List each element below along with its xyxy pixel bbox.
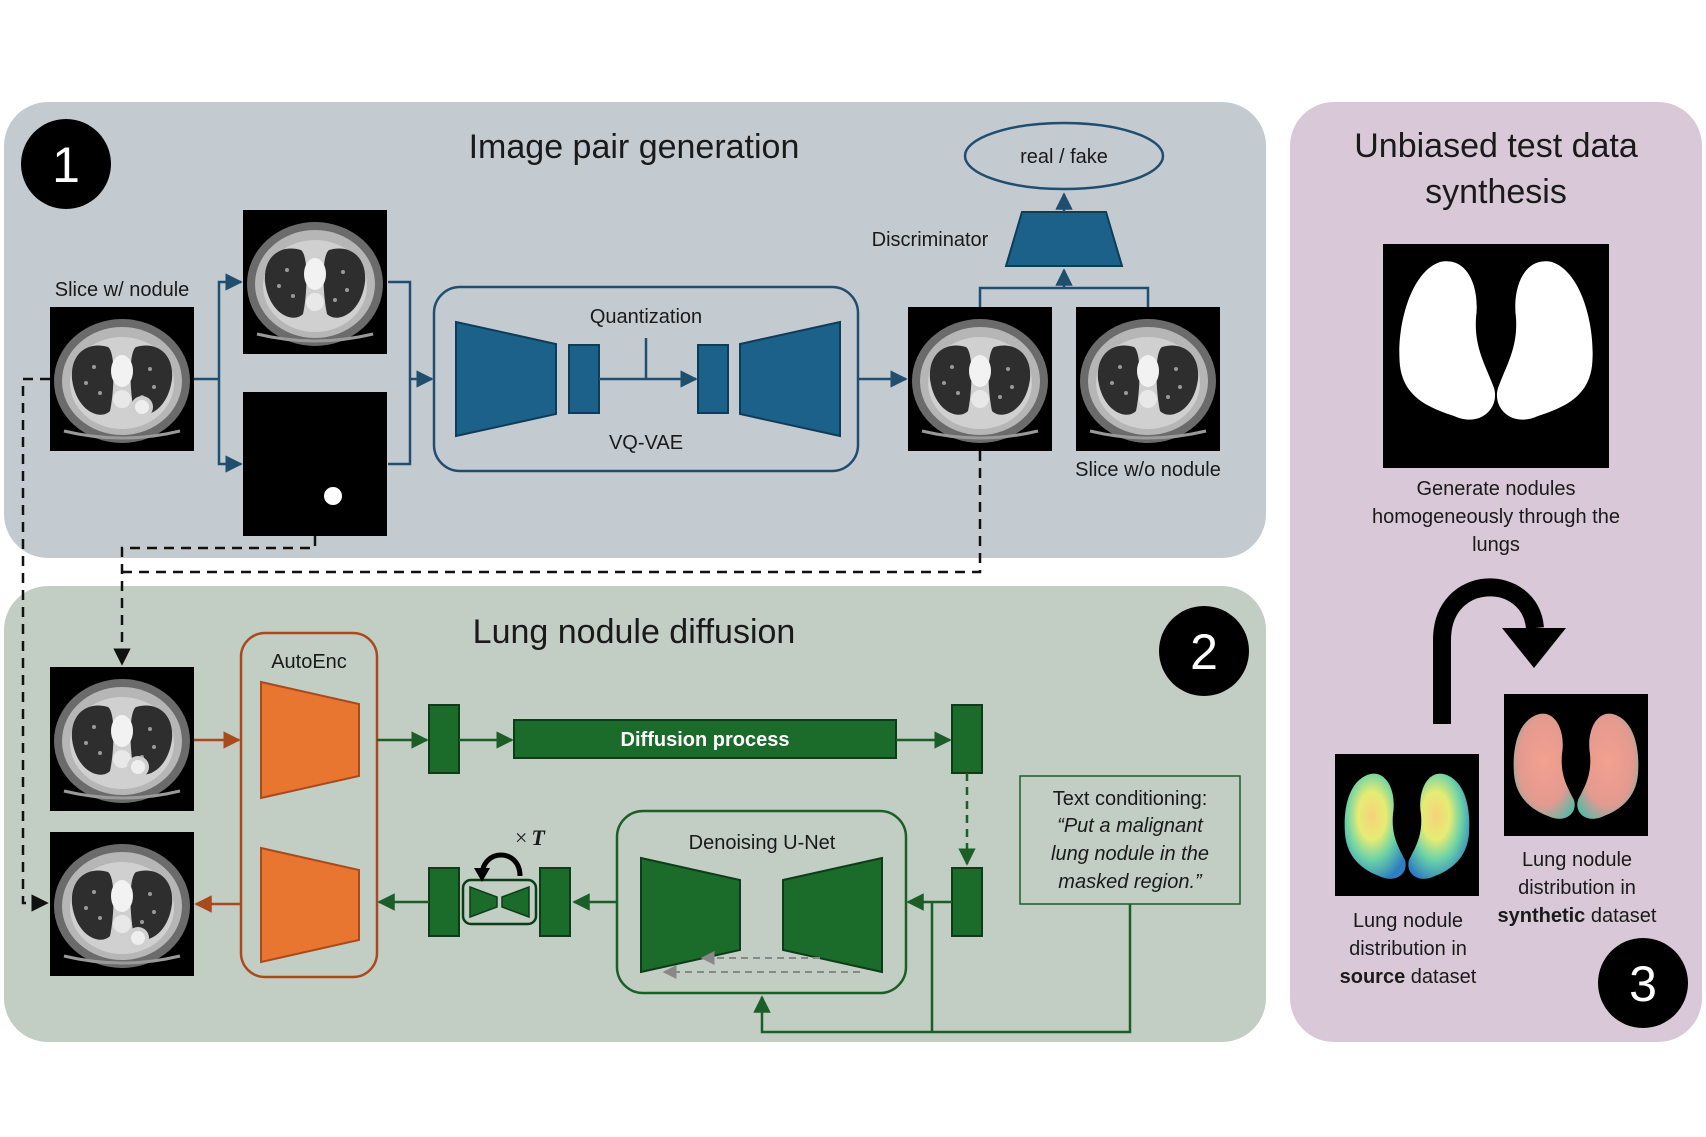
generate-caption-line: lungs [1472,534,1520,556]
panel3-title-line1: Unbiased test data [1354,127,1638,165]
latent-zt [951,704,983,774]
slice-without-nodule-label: Slice w/o nodule [1075,459,1221,481]
slice-with-nodule-label: Slice w/ nodule [55,279,190,301]
autoenc-box [239,631,379,979]
loop-encoder [469,885,498,919]
vqvae-label: VQ-VAE [609,432,683,454]
real-fake-ellipse [963,121,1165,191]
panel3-number: 3 [1629,956,1657,1012]
panel3-number-badge [1598,938,1688,1028]
panel-unbiased-synthesis [1290,102,1702,1042]
vqvae-latent-in [568,344,600,414]
panel2-title: Lung nodule diffusion [473,613,796,651]
discriminator-label: Discriminator [872,229,989,251]
synthetic-caption-line1: Lung nodule [1522,849,1632,871]
real-fake-label: real / fake [1020,146,1108,168]
ct-slice-inpaint-input [241,208,389,356]
panel3-title-line2: synthesis [1425,173,1567,211]
loop-decoder [501,885,530,919]
loop-arrow-head [474,868,490,882]
panel2-number-badge [1159,606,1249,696]
ct-slice-diffusion-output [48,830,196,978]
panel2-number: 2 [1190,624,1218,680]
synthetic-caption-line2: distribution in [1518,877,1636,899]
autoenc-encoder [260,680,360,800]
ct-slice-without-nodule [1074,305,1222,453]
generate-caption-line: Generate nodules [1416,478,1575,500]
ct-slice-diffusion-input [48,665,196,813]
text-conditioning-line: masked region.” [1058,871,1203,893]
latent-z0 [428,704,460,774]
latent-denoised-left [428,867,460,937]
unet-encoder [640,856,741,974]
times-symbol: ×T [515,825,546,850]
latent-denoised-right [539,867,571,937]
dashed-slice-to-output [21,377,50,912]
loop-box [461,878,538,926]
ct-slice-generated [906,305,1054,453]
source-caption-line3: source dataset [1340,966,1477,988]
panel1-number: 1 [52,137,80,193]
unet-label: Denoising U-Net [689,832,836,854]
vqvae-encoder [455,320,557,438]
mask-nodule-dot [324,487,342,505]
nodule-mask-image [243,392,387,536]
merge-bracket [388,280,412,466]
autoenc-decoder [260,846,360,964]
dashed-generated-to-input [122,451,982,574]
latent-noisy [951,867,983,937]
vqvae-latent-out [697,344,729,414]
discriminator-shape [1004,211,1124,267]
text-conditioning-title: Text conditioning: [1053,788,1208,810]
source-caption-line2: distribution in [1349,938,1467,960]
generate-caption-line: homogeneously through the [1372,506,1620,528]
diffusion-process-label: Diffusion process [621,729,790,751]
panel1-title: Image pair generation [469,128,800,166]
conditioning-to-unet [753,904,1132,1034]
vqvae-decoder [739,320,841,438]
autoenc-label: AutoEnc [271,651,347,673]
unet-decoder [782,856,883,974]
dashed-mask-to-input [113,536,317,666]
text-conditioning-line: “Put a malignant [1057,815,1204,837]
text-conditioning-line: lung nodule in the [1051,843,1209,865]
panel1-number-badge [21,119,111,209]
source-caption-line1: Lung nodule [1353,910,1463,932]
synthetic-caption-line3: synthetic dataset [1498,905,1657,927]
transfer-arrow [1433,578,1544,724]
ct-slice-with-nodule [48,305,196,453]
transfer-arrow-head [1502,628,1566,668]
quantization-label: Quantization [590,306,702,328]
arrow-to-slice [217,273,243,379]
arrow-to-mask [217,379,243,473]
